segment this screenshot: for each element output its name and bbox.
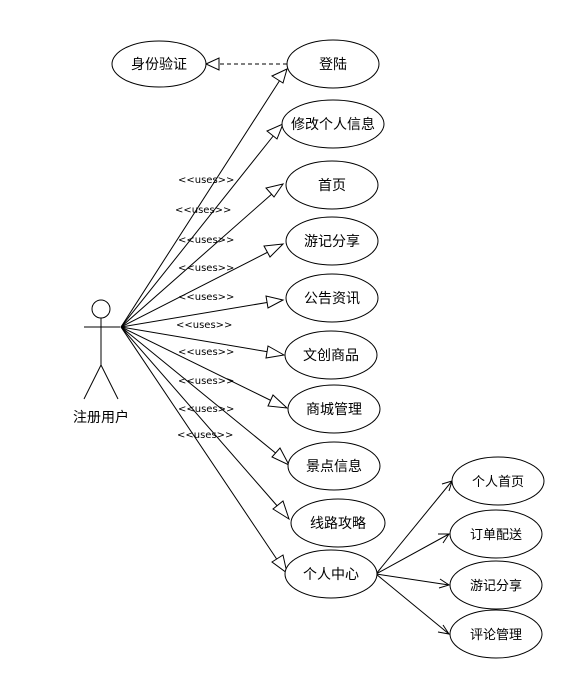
uses-arrow-personal-center — [120, 326, 288, 575]
sub-arrow-order-delivery — [375, 533, 450, 575]
use-case-label: 首页 — [318, 178, 346, 194]
use-case-ellipse — [286, 39, 380, 89]
use-case-announcements: 公告资讯 — [285, 273, 379, 323]
uses-label: <<uses>> — [178, 235, 234, 246]
use-case-mall-management: 商城管理 — [287, 384, 381, 434]
use-case-attraction-info: 景点信息 — [287, 441, 381, 491]
use-case-travel-share: 游记分享 — [285, 216, 379, 266]
use-case-personal-center: 个人中心 — [284, 549, 378, 599]
actor-figure — [83, 299, 120, 400]
sub-use-case-label: 评论管理 — [470, 628, 522, 643]
use-case-label: 修改个人信息 — [291, 116, 375, 133]
uses-label: <<uses>> — [178, 404, 234, 415]
uses-arrow-mall-management — [120, 326, 289, 409]
actor-label: 注册用户 — [73, 409, 129, 426]
include-relationship — [204, 57, 287, 71]
use-case-ellipse — [284, 549, 378, 599]
uses-arrow-attraction-info — [120, 326, 291, 467]
use-case-label: 线路攻略 — [310, 516, 366, 532]
uses-arrow-edit-profile — [120, 123, 284, 328]
uses-arrow-cultural-products — [120, 326, 286, 359]
auth-use-case: 身份验证 — [111, 40, 207, 88]
use-case-label: 商城管理 — [306, 402, 362, 418]
use-case-label: 文创商品 — [303, 348, 359, 364]
personal-center-associations — [375, 480, 453, 635]
uses-arrow-travel-share — [120, 243, 285, 328]
include-arrowhead — [204, 57, 220, 71]
use-case-label: 游记分享 — [304, 233, 360, 250]
sub-use-case-personal-home: 个人首页 — [451, 456, 545, 506]
sub-use-case-label: 订单配送 — [470, 528, 522, 543]
auth-ellipse — [111, 40, 207, 88]
uses-label: <<uses>> — [178, 292, 234, 303]
use-case-ellipse — [285, 216, 379, 266]
sub-use-case-label: 游记分享 — [470, 578, 522, 594]
use-case-label: 景点信息 — [306, 458, 362, 475]
sub-use-case-order-delivery: 订单配送 — [449, 509, 543, 559]
uses-arrow-announcements — [120, 295, 285, 328]
use-case-ellipse — [285, 160, 379, 210]
actor-head — [91, 299, 111, 319]
uses-label: <<uses>> — [178, 263, 234, 274]
use-case-label: 公告资讯 — [304, 291, 360, 307]
sub-use-case-ellipse — [451, 456, 545, 506]
sub-use-case-label: 个人首页 — [472, 475, 524, 490]
use-case-ellipse — [281, 99, 385, 149]
use-case-home: 首页 — [285, 160, 379, 210]
sub-arrow-personal-home — [375, 480, 453, 575]
actor-left-leg — [83, 364, 102, 400]
use-case-login: 登陆 — [286, 39, 380, 89]
sub-use-case-travel-share: 游记分享 — [449, 560, 543, 610]
use-case-ellipse — [285, 273, 379, 323]
auth-label: 身份验证 — [131, 57, 187, 73]
sub-use-case-ellipse — [449, 560, 543, 610]
actor-right-leg — [100, 364, 119, 400]
sub-arrow-comment-management — [375, 573, 451, 635]
uses-label: <<uses>> — [178, 347, 234, 358]
uses-label: <<uses>> — [175, 205, 231, 216]
use-case-edit-profile: 修改个人信息 — [281, 99, 385, 149]
uses-arrow-login — [120, 68, 288, 328]
uses-labels: <<uses>> <<uses>> <<uses>> <<uses>> <<us… — [175, 175, 234, 441]
uses-arrow-route-guide — [120, 326, 290, 521]
sub-use-case-ellipse — [449, 609, 543, 659]
use-case-cultural-products: 文创商品 — [284, 330, 378, 380]
uses-label: <<uses>> — [176, 320, 232, 331]
sub-arrow-travel-share-2 — [375, 573, 451, 589]
use-case-route-guide: 线路攻略 — [290, 498, 386, 548]
uses-arrow-home — [120, 183, 285, 328]
uses-label: <<uses>> — [178, 376, 234, 387]
uses-associations — [120, 68, 291, 575]
use-case-ellipse — [287, 384, 381, 434]
use-case-label: 个人中心 — [303, 567, 359, 583]
sub-use-case-comment-management: 评论管理 — [449, 609, 543, 659]
use-case-label: 登陆 — [319, 57, 347, 73]
use-case-ellipse — [287, 441, 381, 491]
use-case-ellipse — [284, 330, 378, 380]
uses-label: <<uses>> — [177, 430, 233, 441]
sub-use-case-ellipse — [449, 509, 543, 559]
uses-label: <<uses>> — [178, 175, 234, 186]
use-case-ellipse — [290, 498, 386, 548]
